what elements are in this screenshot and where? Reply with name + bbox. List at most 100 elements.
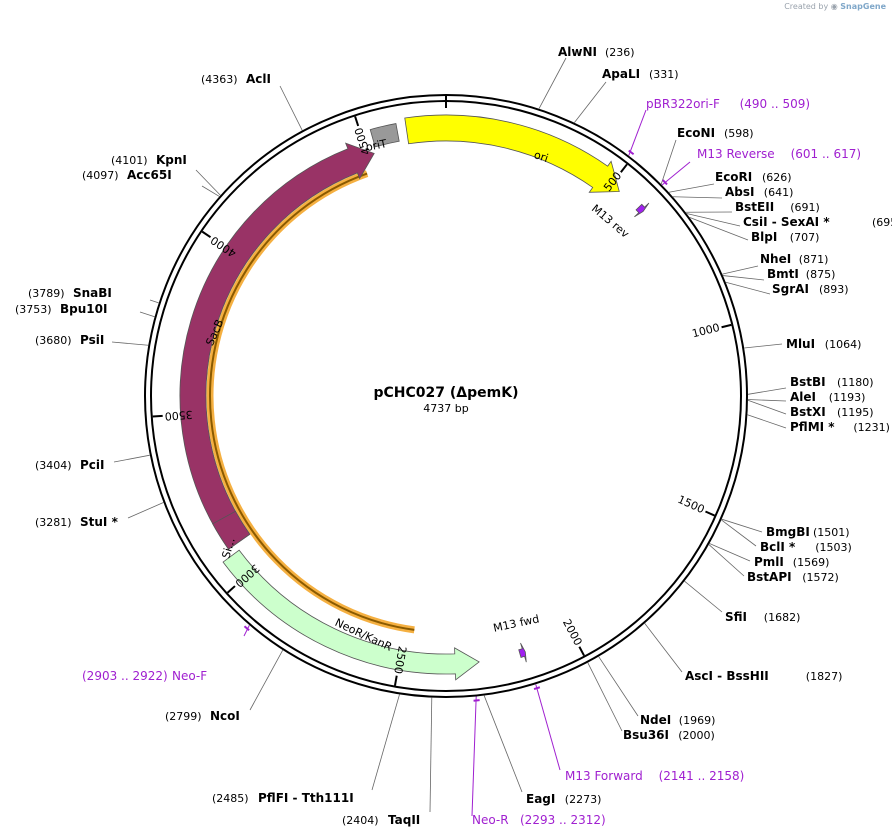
credit-prefix: Created by	[784, 2, 829, 11]
site-position: (1503)	[815, 541, 852, 554]
site-position: (1501)	[813, 526, 850, 539]
feature-m13-rev	[634, 202, 650, 218]
site-name: NheI	[760, 252, 791, 266]
scale-tick	[721, 323, 732, 329]
site-position: (1569)	[793, 556, 830, 569]
scale-tick	[393, 675, 398, 686]
site-position: (695)	[872, 216, 892, 229]
scale-tick-label: 3500	[164, 408, 193, 423]
primer-name: Neo-F	[172, 669, 207, 683]
site-name: BmgBI	[766, 525, 810, 539]
scale-tick	[705, 510, 715, 517]
feature-sacb-signal	[212, 510, 251, 550]
site-leader-line	[429, 697, 433, 813]
site-name: PsiI	[80, 333, 104, 347]
site-leader-line	[587, 662, 623, 732]
site-leader-line	[686, 213, 741, 227]
site-position: (4363)	[201, 73, 238, 86]
site-position: (871)	[799, 253, 829, 266]
site-leader-line	[149, 299, 159, 304]
site-name: NdeI	[640, 713, 671, 727]
site-name: AbsI	[725, 185, 754, 199]
primer-mark	[533, 686, 541, 691]
site-leader-line	[747, 399, 787, 415]
primer-mark	[628, 149, 635, 156]
primer-leader-line	[661, 161, 691, 186]
site-leader-line	[744, 343, 783, 349]
site-position: (3753)	[15, 303, 52, 316]
scale-tick	[620, 163, 628, 173]
site-name: BstAPI	[747, 570, 792, 584]
backbone-ring	[144, 94, 748, 698]
site-position: (691)	[790, 201, 820, 214]
site-position: (1682)	[764, 611, 801, 624]
site-position: (331)	[649, 68, 679, 81]
site-name: EagI	[526, 792, 555, 806]
site-name: ApaLI	[602, 67, 640, 81]
site-leader-line	[249, 649, 284, 711]
site-leader-line	[709, 543, 751, 562]
site-leader-line	[483, 695, 523, 793]
site-position: (236)	[605, 46, 635, 59]
site-leader-line	[721, 518, 763, 533]
feature-label: oriT	[365, 137, 389, 154]
site-position: (3281)	[35, 516, 72, 529]
site-name: TaqII	[388, 813, 420, 827]
feature-label: Si…	[219, 536, 237, 560]
primer-leader-line	[535, 684, 561, 771]
site-name: SnaBI	[73, 286, 112, 300]
leader-lines	[111, 57, 787, 817]
site-position: (707)	[790, 231, 820, 244]
primer-range: (490 .. 509)	[740, 97, 810, 111]
site-name: Bsu36I	[623, 728, 669, 742]
site-name: Bpu10I	[60, 302, 107, 316]
site-name: BstXI	[790, 405, 826, 419]
site-name: CsiI - SexAI *	[743, 215, 830, 229]
site-position: (3680)	[35, 334, 72, 347]
site-leader-line	[722, 265, 759, 275]
site-name: StuI *	[80, 515, 119, 529]
feature-layer	[179, 114, 650, 681]
site-name: PmlI	[754, 555, 784, 569]
feature-orit	[369, 123, 400, 148]
site-name: BclI *	[760, 540, 796, 554]
scale-tick	[354, 116, 360, 127]
primer-mark	[473, 699, 480, 702]
primer-name: Neo-R	[472, 813, 509, 827]
site-leader-line	[684, 580, 723, 613]
site-leader-line	[747, 387, 787, 395]
site-leader-line	[139, 311, 155, 318]
site-name: AclI	[246, 72, 271, 86]
feature-sacb	[179, 142, 375, 550]
site-position: (2485)	[212, 792, 249, 805]
site-name: SfiI	[725, 610, 747, 624]
feature-ori	[404, 114, 620, 193]
site-position: (1193)	[829, 391, 866, 404]
site-leader-line	[747, 414, 787, 429]
site-leader-line	[672, 196, 723, 199]
plasmid-length: 4737 bp	[423, 402, 468, 415]
site-leader-line	[201, 185, 220, 197]
scale-tick	[578, 646, 585, 657]
site-name: Acc65I	[127, 168, 172, 182]
site-name: EcoNI	[677, 126, 715, 140]
primer-mark	[662, 179, 668, 186]
site-name: KpnI	[156, 153, 187, 167]
site-name: AscI - BssHII	[685, 669, 769, 683]
feature-label: M13 rev	[589, 202, 632, 241]
site-position: (626)	[762, 171, 792, 184]
site-name: AlwNI	[558, 45, 597, 59]
primer-leader-line	[628, 109, 647, 156]
site-leader-line	[113, 454, 150, 463]
site-leader-line	[574, 81, 607, 123]
site-leader-line	[660, 139, 677, 185]
site-position: (1969)	[679, 714, 716, 727]
site-name: SgrAI	[772, 282, 809, 296]
site-name: PflMI *	[790, 420, 835, 434]
site-leader-line	[279, 85, 303, 131]
scale-tick-label: 1500	[676, 493, 707, 516]
site-name: PflFI - Tth111I	[258, 791, 354, 805]
site-leader-line	[538, 57, 567, 109]
site-leader-line	[725, 281, 771, 295]
feature-m13-fwd	[518, 642, 527, 663]
